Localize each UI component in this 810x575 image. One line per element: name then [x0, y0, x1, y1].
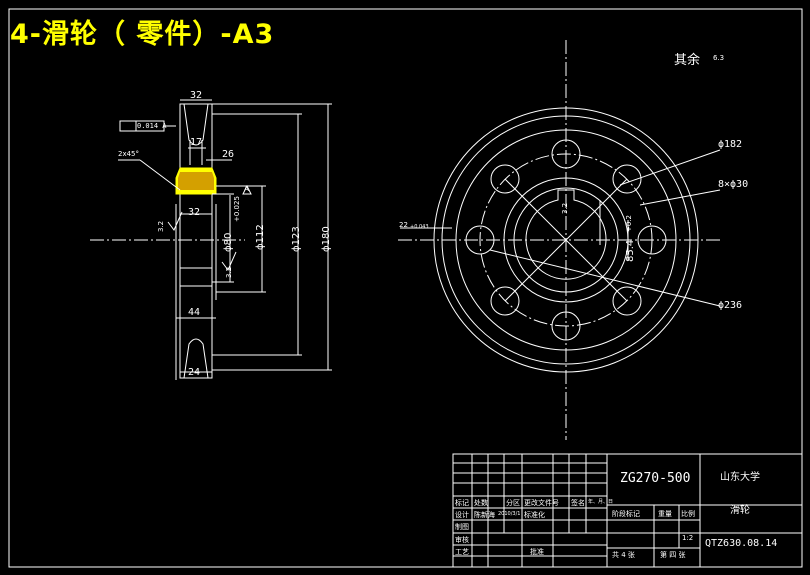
row-label-check: 审核: [455, 536, 469, 544]
groove-top: [183, 103, 209, 146]
datum-label: A: [244, 185, 249, 193]
dim-180: ϕ180: [321, 226, 332, 252]
row-label-draw: 制图: [455, 523, 469, 531]
dim-outer-dia: ϕ236: [718, 300, 743, 311]
drawing-title: 4-滑轮（ 零件）-A3: [10, 19, 275, 50]
dim-bore-tol: +0.025: [233, 196, 241, 222]
dim-key-width: 22: [399, 221, 408, 229]
dim-top-width: 32: [190, 90, 203, 101]
dim-holes: 8×ϕ30: [718, 179, 749, 190]
dim-123: ϕ123: [291, 226, 302, 252]
dim-bore-roughness: 3.2: [561, 202, 569, 214]
approve: 批准: [530, 548, 544, 556]
material: ZG270-500: [620, 471, 691, 486]
ratio-label: 比例: [681, 510, 695, 518]
stage-mark: 阶段标记: [612, 510, 640, 518]
dim-keyway-tol: +0.2: [625, 215, 633, 232]
hub-inner-circle: [513, 187, 619, 293]
tolerance-frame: 0.014 A: [137, 122, 167, 130]
dim-width-24: 24: [188, 367, 201, 378]
title-block: [452, 453, 803, 568]
dim-chamfer: 2x45°: [118, 150, 140, 158]
dim-groove-width: 17: [190, 137, 203, 148]
header-zone: 分区: [506, 499, 520, 507]
bolt-circle: [479, 153, 653, 327]
design-date: 2010/3/1: [498, 511, 521, 517]
sheet-border: [8, 8, 803, 568]
sheet-count: 共 4 张: [612, 551, 635, 559]
dim-roughness-low: 3.2: [225, 266, 233, 278]
rim-circle: [441, 115, 691, 365]
dim-width-44: 44: [188, 307, 201, 318]
standardize: 标准化: [524, 511, 545, 519]
scale: 1:2: [682, 534, 694, 542]
dim-left-roughness: 3.2: [157, 220, 165, 232]
rim-inner-circle: [455, 129, 677, 351]
dim-bore-dia-main: ϕ80: [223, 232, 234, 252]
dim-112: ϕ112: [255, 224, 266, 250]
rim-bottom: [179, 285, 213, 379]
bolt-holes: [465, 139, 667, 341]
designer: 陈新海: [474, 511, 495, 519]
dim-hub-step: 26: [222, 149, 235, 160]
front-view: [398, 40, 721, 440]
roughness-note-value: 6.3: [713, 54, 725, 62]
dim-keyway-main: 85.4: [625, 239, 636, 262]
header-date: 年、月、日: [588, 499, 614, 505]
header-sign: 签名: [571, 499, 585, 507]
roughness-note-label: 其余: [674, 53, 701, 68]
header-count: 处数: [474, 499, 488, 507]
dim-bolt-circle: ϕ182: [718, 139, 743, 150]
bore-keyway: [525, 189, 607, 280]
side-view: [90, 99, 332, 380]
outer-circle: [433, 107, 699, 373]
school: 山东大学: [720, 472, 760, 483]
drawing-number: QTZ630.08.14: [705, 538, 778, 549]
row-label-mark: 标记: [455, 499, 469, 507]
row-label-design: 设计: [455, 511, 469, 519]
sheet-number: 第 四 张: [660, 551, 686, 559]
header-change: 更改文件号: [524, 499, 559, 507]
dim-flat: 32: [188, 207, 201, 218]
dim-key-tol: +0.043: [410, 224, 429, 230]
row-label-process: 工艺: [455, 548, 469, 556]
weight-label: 重量: [658, 510, 672, 518]
part-name: 滑轮: [730, 505, 750, 516]
groove-bottom: [183, 338, 209, 379]
